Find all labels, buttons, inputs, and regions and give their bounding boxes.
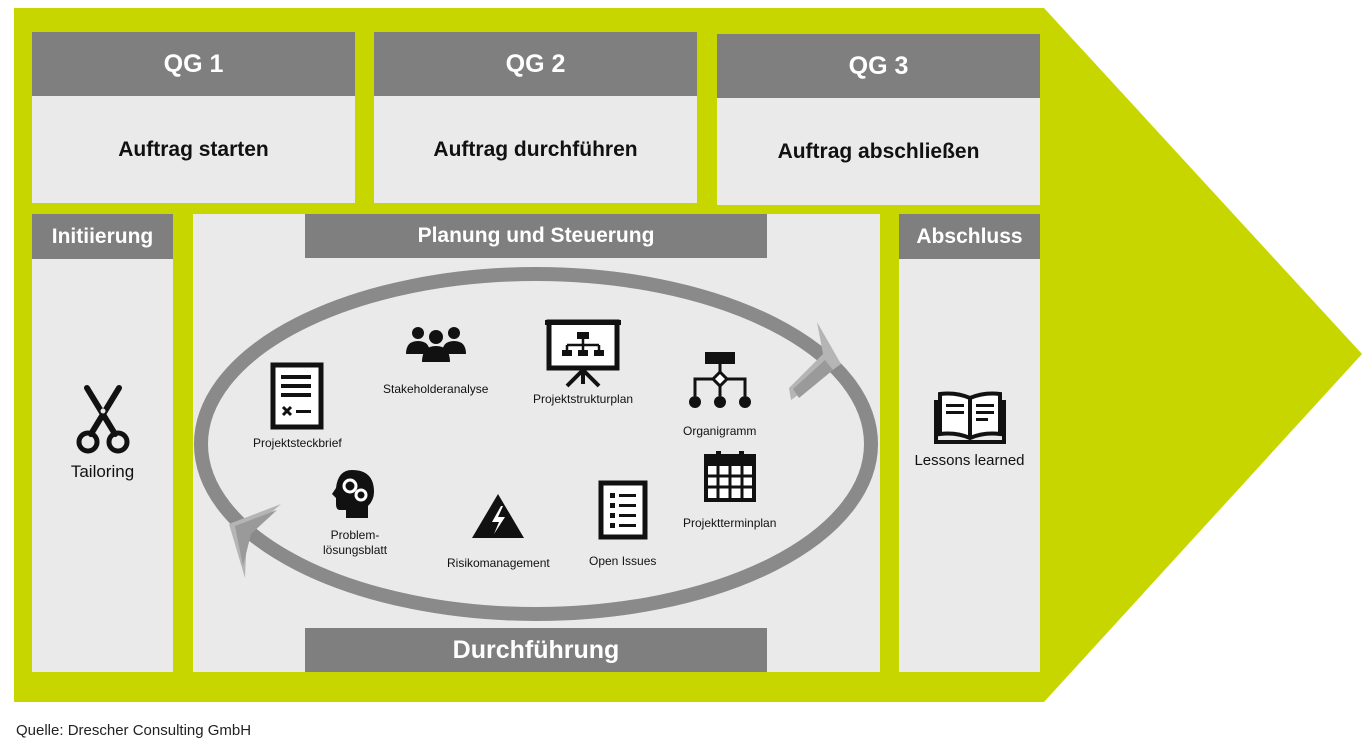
quality-gate-title: QG 3 (717, 34, 1040, 98)
head-gears-icon (332, 470, 375, 518)
execution-title: Durchführung (305, 628, 767, 672)
item-label: Projektsteckbrief (253, 436, 342, 450)
open-book-icon (933, 391, 1006, 444)
calendar-icon (703, 451, 756, 502)
item-label: Projektterminplan (683, 516, 777, 530)
org-chart-icon (688, 352, 751, 408)
item-label: Stakeholderanalyse (383, 382, 489, 396)
planning-panel: Planung und Steuerung Durchführung Proje… (193, 214, 880, 672)
warning-icon (472, 494, 525, 538)
quality-gate-task: Auftrag starten (118, 137, 269, 161)
quality-gate-2: QG 2 Auftrag durchführen (374, 32, 697, 203)
item-label: Open Issues (589, 554, 657, 568)
quality-gate-title: QG 2 (374, 32, 697, 96)
item-risikomanagement: Risikomanagement (447, 492, 550, 571)
source-caption: Quelle: Drescher Consulting GmbH (16, 722, 252, 739)
item-organigramm: Organigramm (683, 350, 756, 439)
quality-gate-task: Auftrag durchführen (433, 137, 638, 161)
document-icon (270, 362, 324, 430)
item-projektterminplan: Projektterminplan (683, 450, 776, 531)
item-stakeholderanalyse: Stakeholderanalyse (383, 324, 488, 397)
tailoring-item: Tailoring (32, 384, 173, 482)
closing-title: Abschluss (899, 214, 1040, 259)
initiation-column: Initiierung Tailoring (32, 214, 173, 672)
item-label: Organigramm (683, 424, 757, 438)
lessons-learned-label: Lessons learned (914, 452, 1025, 469)
item-open-issues: Open Issues (589, 480, 656, 569)
lessons-learned-item: Lessons learned (899, 390, 1040, 469)
item-problemloesungsblatt: Problem- lösungsblatt (323, 468, 387, 558)
item-projektsteckbrief: Projektsteckbrief (253, 362, 342, 451)
closing-column: Abschluss Lessons learned (899, 214, 1040, 672)
planning-title: Planung und Steuerung (305, 214, 767, 258)
initiation-title: Initiierung (32, 214, 173, 259)
tailoring-label: Tailoring (70, 462, 135, 481)
item-projektstrukturplan: Projektstrukturplan (533, 318, 633, 407)
quality-gate-title: QG 1 (32, 32, 355, 96)
quality-gate-3: QG 3 Auftrag abschließen (717, 34, 1040, 205)
cycle-ellipse (194, 267, 878, 621)
item-label-line2: lösungsblatt (323, 543, 388, 557)
quality-gate-1: QG 1 Auftrag starten (32, 32, 355, 203)
group-icon (405, 327, 466, 362)
item-label: Risikomanagement (447, 556, 550, 570)
item-label: Problem- (330, 528, 380, 542)
quality-gate-task: Auftrag abschließen (777, 139, 980, 163)
presentation-board-icon (545, 319, 622, 388)
checklist-icon (598, 480, 648, 540)
scissors-icon (76, 385, 129, 454)
item-label: Projektstrukturplan (533, 392, 634, 406)
